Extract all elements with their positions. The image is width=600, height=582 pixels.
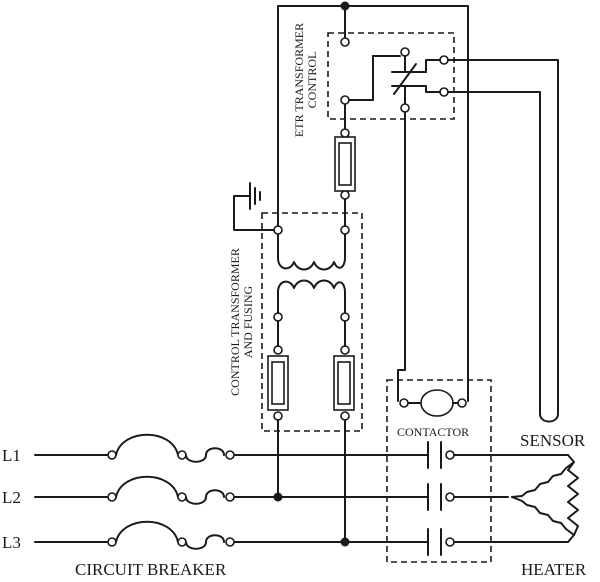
transformer-primary-coil xyxy=(277,233,346,271)
l3-junction-dot xyxy=(340,537,350,547)
etr-transformer-control xyxy=(327,32,455,120)
etr-control-box xyxy=(327,32,455,120)
control-transformer-sublabel: AND FUSING xyxy=(241,285,255,358)
sensor-label: SENSOR xyxy=(520,431,586,450)
sensor-junction xyxy=(539,413,559,423)
line-2-label: L2 xyxy=(2,488,21,507)
ground-icon xyxy=(249,182,261,210)
etr-supply-wires xyxy=(277,1,469,227)
line-1-label: L1 xyxy=(2,446,21,465)
contactor-box xyxy=(386,379,492,563)
control-transformer-label: CONTROL TRANSFORMER xyxy=(228,248,242,396)
contactor xyxy=(386,379,492,563)
control-transformer-box xyxy=(261,212,363,432)
etr-transformer-sublabel: CONTROL xyxy=(305,52,319,109)
contactor-coil xyxy=(420,389,454,417)
heater-connections xyxy=(453,454,575,543)
power-lines xyxy=(34,454,429,543)
etr-transformer-label: ETR TRANSFORMER xyxy=(292,23,306,137)
control-transformer-and-fusing xyxy=(233,182,363,432)
control-feed-wires xyxy=(273,429,350,547)
heater-element xyxy=(511,461,579,536)
fuse-right xyxy=(333,355,355,411)
circuit-breaker-label: CIRCUIT BREAKER xyxy=(75,560,227,579)
labels: L1 L2 L3 CIRCUIT BREAKER HEATER SENSOR C… xyxy=(2,23,587,579)
contactor-label: CONTACTOR xyxy=(397,425,469,439)
etr-fuse xyxy=(334,136,356,192)
heater-label: HEATER xyxy=(521,560,587,579)
contactor-coil-leads xyxy=(397,5,469,402)
sensor-leads xyxy=(447,59,559,423)
fuse-left xyxy=(267,355,289,411)
transformer-secondary-coil xyxy=(277,279,346,314)
line-3-label: L3 xyxy=(2,533,21,552)
l2-junction-dot xyxy=(273,492,283,502)
circuit-breaker xyxy=(107,433,235,550)
